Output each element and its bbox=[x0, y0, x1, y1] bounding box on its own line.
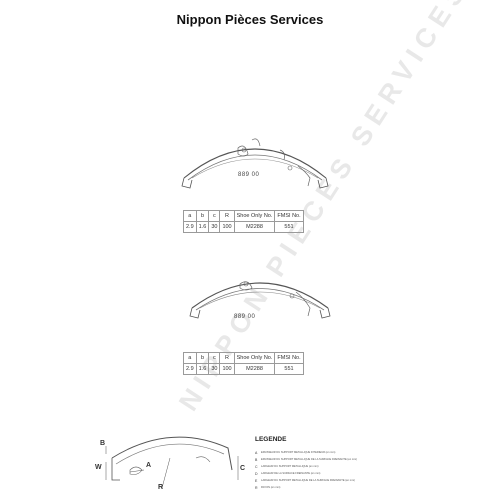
legend-text: EPAISSEUR DU SUPPORT METALLIQUE DE LA SU… bbox=[261, 458, 358, 461]
dimension-diagram bbox=[105, 436, 239, 489]
table-header: FMSI No. bbox=[274, 352, 304, 364]
table-cell: 551 bbox=[274, 221, 304, 233]
legend-key: E bbox=[255, 478, 258, 483]
dimension-label-c: C bbox=[240, 465, 246, 472]
legend-key: A bbox=[255, 450, 258, 455]
dimension-label-a: A bbox=[146, 462, 152, 469]
spec-table-1: a b c R Shoe Only No. FMSI No. 2.9 1.6 3… bbox=[183, 210, 304, 233]
legend-key: R bbox=[255, 485, 258, 490]
brake-shoe-drawing-2 bbox=[189, 281, 331, 319]
legend-item: E LARGEUR DU SUPPORT METALLIQUE DE LA SU… bbox=[255, 477, 435, 484]
page-title: Nippon Pièces Services bbox=[176, 12, 324, 27]
legend-key: C bbox=[255, 464, 258, 469]
table-row: 2.9 1.6 30 100 M2288 551 bbox=[183, 221, 304, 233]
dimension-label-w: W bbox=[95, 464, 102, 471]
legend-item: D LARGEUR DE LA SURFACE FREINANTE (en mm… bbox=[255, 470, 435, 477]
legend-item: C LARGEUR DU SUPPORT METALLIQUE (en mm) bbox=[255, 463, 435, 470]
legend-text: EPAISSEUR DU SUPPORT METALLIQUE INTERIEU… bbox=[261, 451, 336, 454]
legend-text: LARGEUR DE LA SURFACE FREINANTE (en mm) bbox=[261, 472, 321, 475]
table-header: Shoe Only No. bbox=[233, 352, 276, 364]
legend-text: RAYON (en mm) bbox=[261, 486, 281, 489]
legend-text: LARGEUR DU SUPPORT METALLIQUE (en mm) bbox=[261, 465, 319, 468]
table-cell: M2288 bbox=[233, 363, 276, 375]
table-header-row: a b c R Shoe Only No. FMSI No. bbox=[183, 352, 304, 364]
legend-item: B EPAISSEUR DU SUPPORT METALLIQUE DE LA … bbox=[255, 456, 435, 463]
legend-title: LEGENDE bbox=[255, 436, 287, 443]
table-cell: 551 bbox=[274, 363, 304, 375]
legend-list: A EPAISSEUR DU SUPPORT METALLIQUE INTERI… bbox=[255, 449, 435, 491]
table-cell: 1.6 bbox=[195, 221, 210, 233]
legend-text: LARGEUR DU SUPPORT METALLIQUE DE LA SURF… bbox=[261, 479, 355, 482]
legend-item: R RAYON (en mm) bbox=[255, 484, 435, 491]
table-cell: 2.9 bbox=[183, 221, 197, 233]
table-header: c bbox=[208, 210, 221, 222]
dimension-label-r: R bbox=[158, 484, 164, 491]
table-header: b bbox=[195, 352, 210, 364]
part-number-1: 889 00 bbox=[238, 172, 260, 178]
table-header: b bbox=[195, 210, 210, 222]
table-row: 2.9 1.6 30 100 M2288 551 bbox=[183, 363, 304, 375]
table-cell: 100 bbox=[219, 221, 235, 233]
table-cell: 30 bbox=[208, 363, 221, 375]
table-header: FMSI No. bbox=[274, 210, 304, 222]
table-header: a bbox=[183, 352, 197, 364]
brake-shoe-drawing-1 bbox=[181, 138, 329, 189]
table-cell: 2.9 bbox=[183, 363, 197, 375]
table-header: a bbox=[183, 210, 197, 222]
table-header-row: a b c R Shoe Only No. FMSI No. bbox=[183, 210, 304, 222]
table-cell: 1.6 bbox=[195, 363, 210, 375]
table-header: R bbox=[219, 352, 235, 364]
dimension-label-b: B bbox=[100, 440, 106, 447]
legend-item: A EPAISSEUR DU SUPPORT METALLIQUE INTERI… bbox=[255, 449, 435, 456]
legend-key: D bbox=[255, 471, 258, 476]
table-header: c bbox=[208, 352, 221, 364]
table-cell: M2288 bbox=[233, 221, 276, 233]
part-number-2: 889 00 bbox=[234, 314, 256, 320]
spec-table-2: a b c R Shoe Only No. FMSI No. 2.9 1.6 3… bbox=[183, 352, 304, 375]
table-header: R bbox=[219, 210, 235, 222]
legend-key: B bbox=[255, 457, 258, 462]
table-cell: 30 bbox=[208, 221, 221, 233]
table-header: Shoe Only No. bbox=[233, 210, 276, 222]
table-cell: 100 bbox=[219, 363, 235, 375]
